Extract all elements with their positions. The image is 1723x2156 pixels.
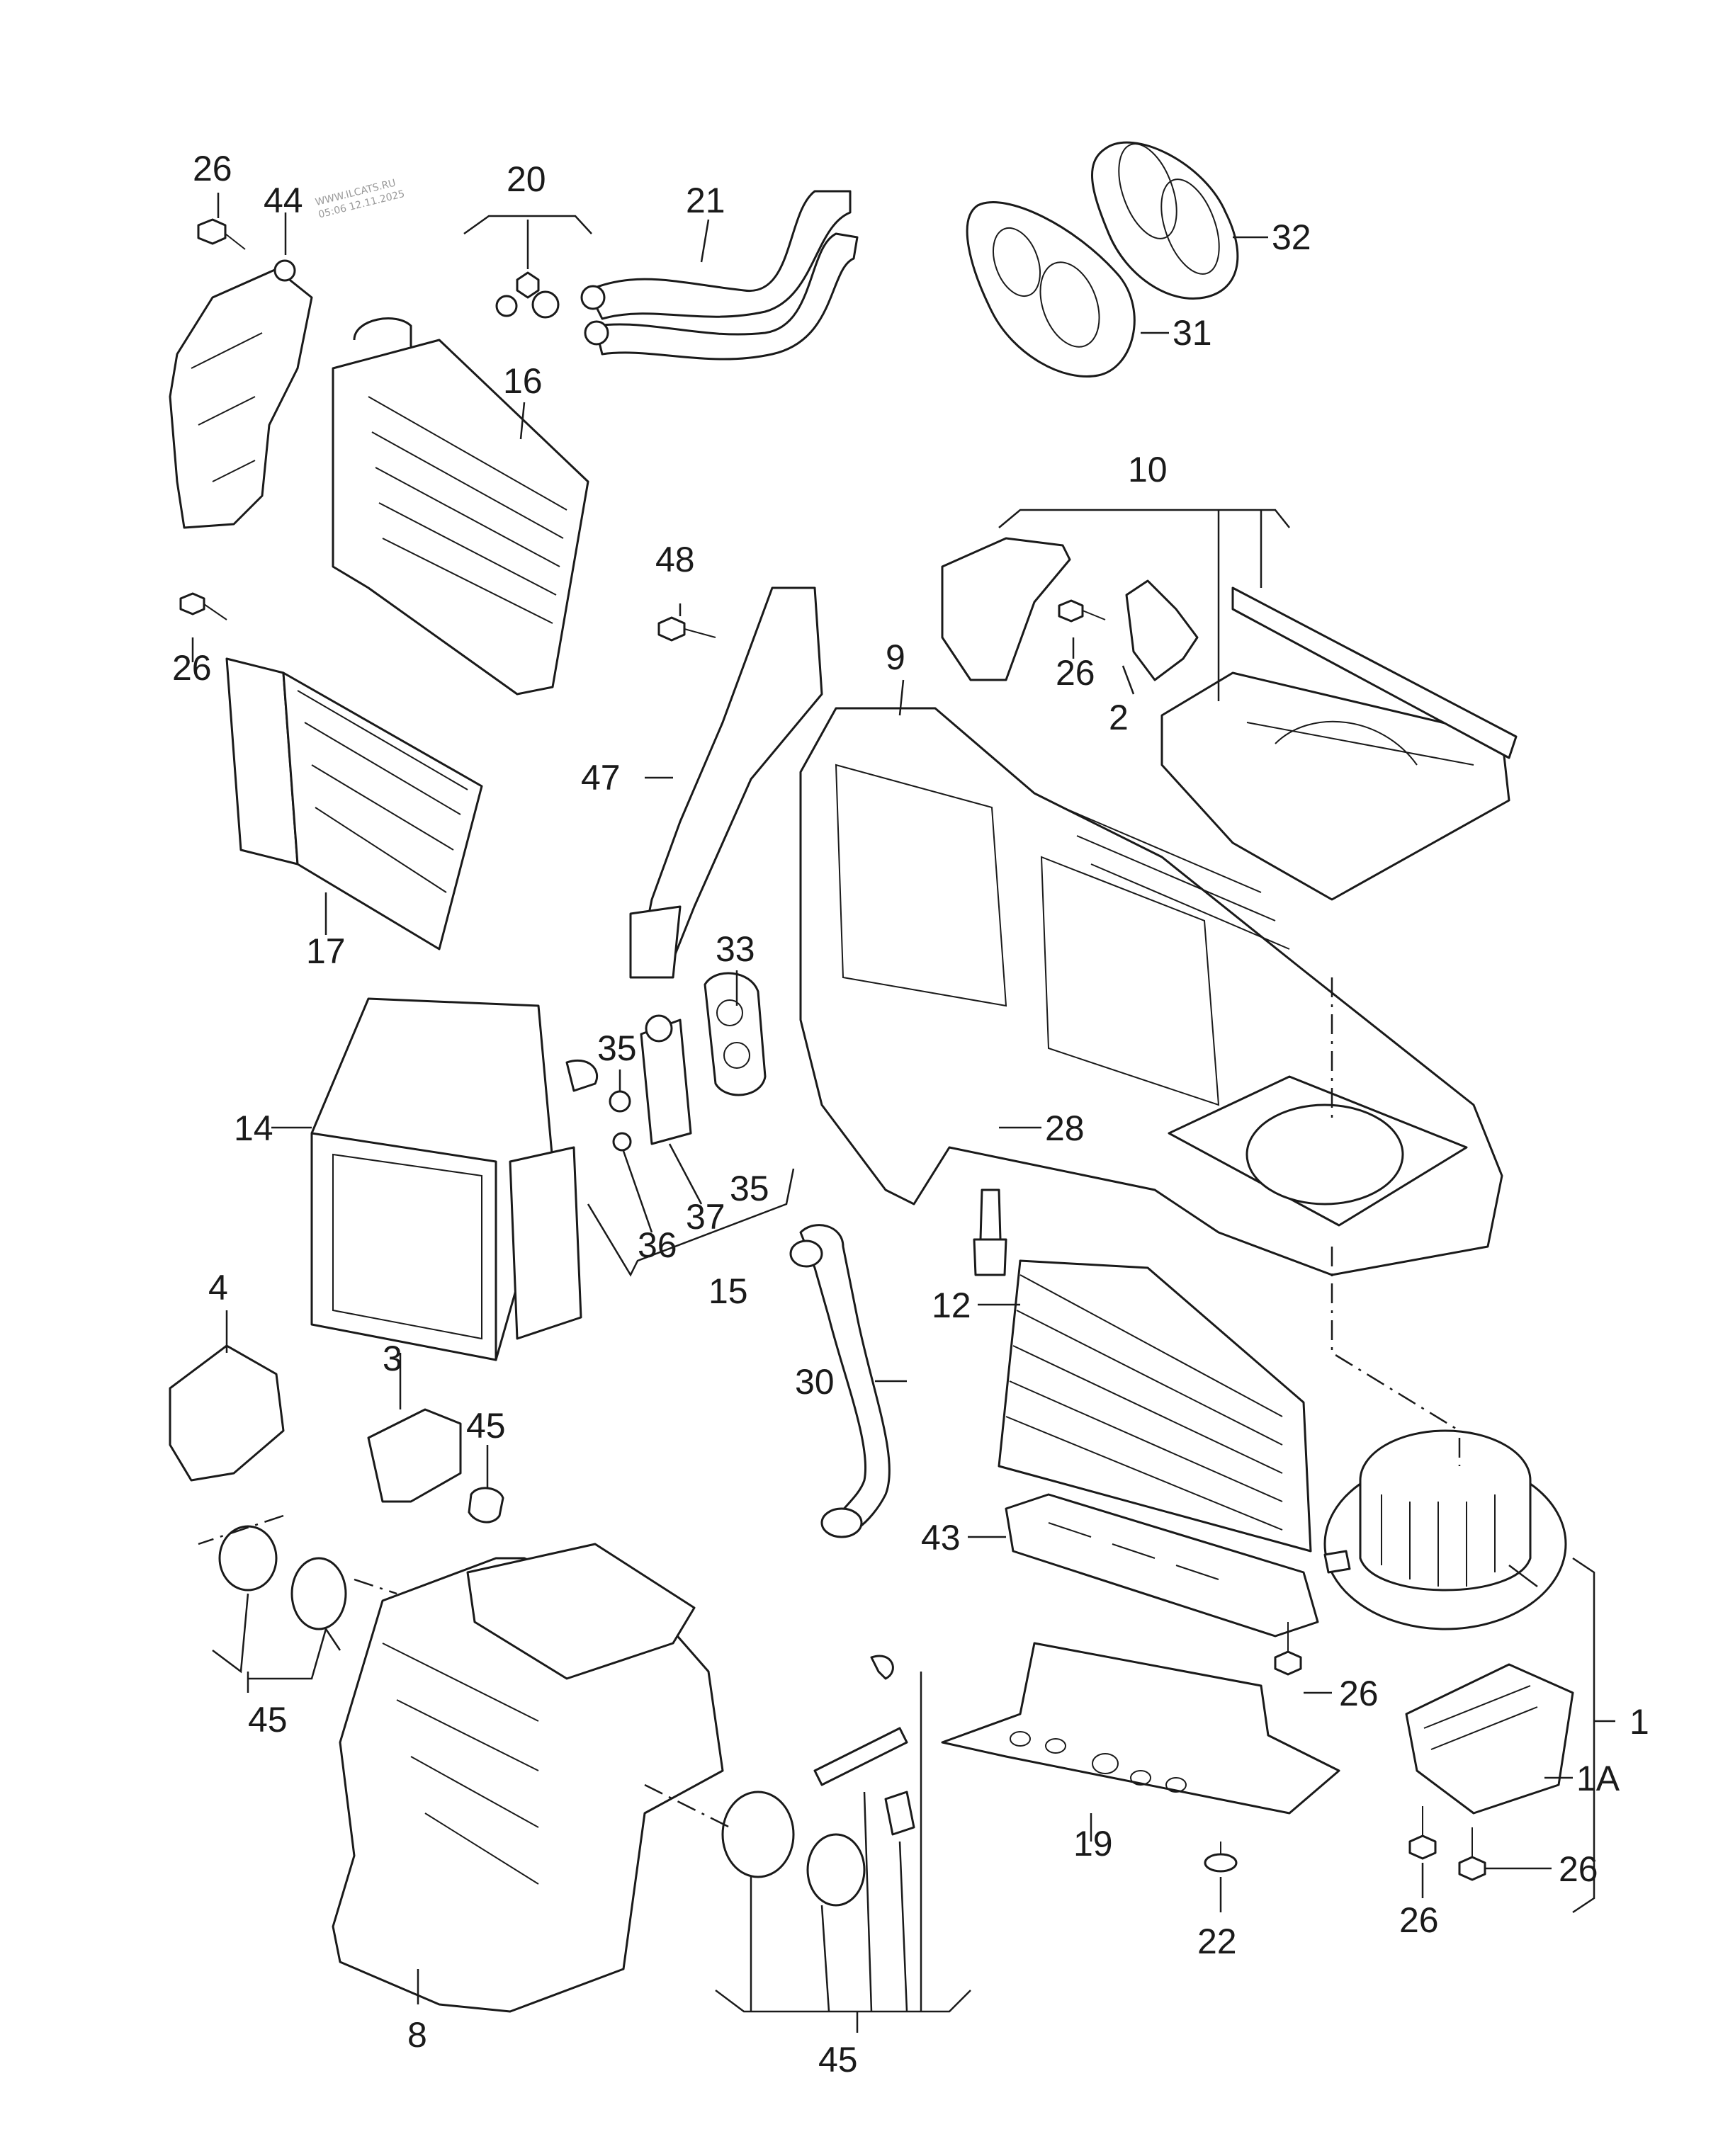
pipe-21[interactable] (580, 190, 859, 361)
screw-26-blower[interactable] (1274, 1622, 1302, 1676)
bracket-47[interactable] (629, 586, 823, 979)
label-26: 26 (1056, 653, 1095, 693)
label-36: 36 (638, 1225, 677, 1265)
label-22: 22 (1197, 1922, 1237, 1961)
blower-motor-1[interactable] (1323, 1429, 1567, 1630)
label-14: 14 (234, 1108, 273, 1148)
label-45: 45 (818, 2040, 858, 2080)
pollen-filter-12[interactable] (998, 1259, 1312, 1553)
label-20: 20 (507, 159, 546, 199)
label-16: 16 (503, 361, 543, 401)
watermark: WWW.ILCATS.RU 05:06 12.11.2025 (314, 177, 405, 220)
clip-20[interactable] (495, 271, 560, 319)
stop-45-small[interactable] (468, 1487, 504, 1524)
actuator-3[interactable] (367, 1408, 462, 1503)
label-28: 28 (1045, 1108, 1085, 1148)
screw-26-resistor-a[interactable] (1408, 1806, 1437, 1860)
label-4: 4 (208, 1268, 228, 1307)
o-ring-36[interactable] (612, 1132, 632, 1152)
expansion-valve-37[interactable] (640, 1014, 692, 1145)
lever-45-bottom[interactable] (813, 1655, 915, 1836)
label-12: 12 (932, 1286, 971, 1325)
label-35: 35 (597, 1028, 637, 1068)
label-26: 26 (1559, 1849, 1598, 1889)
label-48: 48 (655, 540, 695, 579)
label-15: 15 (708, 1271, 748, 1311)
resistor-1A[interactable] (1405, 1663, 1574, 1815)
actuator-4[interactable] (169, 1344, 285, 1482)
heater-core-17[interactable] (225, 657, 483, 951)
cover-43[interactable] (1005, 1493, 1319, 1638)
label-9: 9 (886, 637, 905, 677)
label-1A: 1A (1576, 1759, 1620, 1798)
label-33: 33 (716, 929, 755, 969)
screw-48[interactable] (657, 616, 716, 642)
label-26: 26 (193, 149, 232, 188)
clip-22[interactable] (1204, 1842, 1238, 1873)
hvac-housing-9[interactable] (799, 707, 1503, 1276)
seal-31[interactable] (966, 201, 1136, 378)
label-26: 26 (1339, 1674, 1379, 1713)
label-21: 21 (686, 181, 725, 220)
label-19: 19 (1073, 1824, 1113, 1863)
centerlines (198, 977, 1461, 1829)
labels: 26 44 20 21 32 31 16 10 48 26 26 9 2 47 … (172, 149, 1649, 2080)
label-45: 45 (466, 1406, 506, 1446)
heat-exchanger-16[interactable] (332, 317, 589, 696)
drain-hose-30[interactable] (789, 1224, 891, 1538)
seal-32[interactable] (1091, 136, 1239, 300)
o-ring-35[interactable] (609, 1090, 631, 1113)
bracket-44[interactable] (169, 259, 313, 529)
label-35: 35 (730, 1169, 769, 1208)
label-8: 8 (407, 2015, 427, 2055)
screw-26-top-left[interactable] (197, 218, 246, 250)
label-31: 31 (1173, 313, 1212, 353)
label-47: 47 (581, 758, 621, 798)
screw-26-resistor-b[interactable] (1458, 1827, 1486, 1881)
sensor-28[interactable] (973, 1188, 1007, 1276)
insulation-mat-19[interactable] (941, 1642, 1340, 1815)
air-distribution-housing-8[interactable] (332, 1543, 724, 2013)
label-1: 1 (1629, 1702, 1649, 1742)
air-distribution-housing-10[interactable] (1160, 586, 1518, 901)
evaporator-14[interactable] (310, 997, 599, 1361)
screw-26-left[interactable] (179, 592, 227, 620)
label-26: 26 (172, 648, 212, 688)
label-26: 26 (1399, 1900, 1439, 1940)
leaders (191, 193, 1615, 2033)
label-32: 32 (1272, 217, 1311, 257)
label-44: 44 (264, 181, 303, 220)
label-43: 43 (921, 1518, 961, 1558)
seal-33[interactable] (704, 972, 767, 1096)
bracket-10[interactable] (941, 537, 1071, 681)
label-37: 37 (686, 1197, 725, 1237)
screw-26-mid[interactable] (1058, 599, 1106, 623)
label-30: 30 (795, 1362, 835, 1402)
label-10: 10 (1128, 450, 1168, 489)
actuator-2[interactable] (1125, 579, 1199, 681)
label-17: 17 (306, 931, 346, 971)
label-3: 3 (383, 1339, 402, 1378)
label-2: 2 (1109, 698, 1129, 737)
label-45: 45 (248, 1700, 288, 1740)
flap-45-bottom[interactable] (721, 1791, 866, 1907)
gear-45-left[interactable] (218, 1525, 347, 1630)
